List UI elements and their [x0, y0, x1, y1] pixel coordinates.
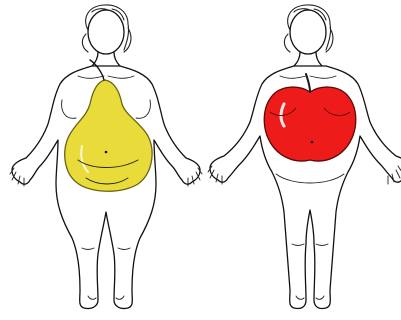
apple-fruit-shape — [264, 87, 356, 161]
pear-shape-figure — [0, 0, 205, 320]
apple-shape-figure — [200, 0, 401, 320]
head — [88, 10, 124, 54]
head — [290, 10, 326, 54]
